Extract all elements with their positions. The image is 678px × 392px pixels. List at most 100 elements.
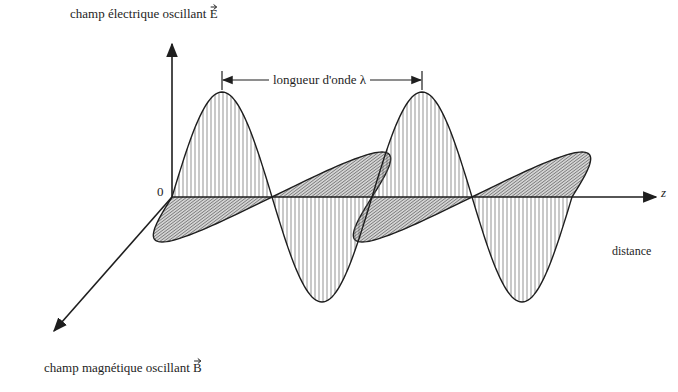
electric-hatch	[447, 123, 448, 197]
electric-hatch	[199, 118, 200, 197]
z-axis	[172, 196, 656, 198]
electric-hatch	[499, 197, 500, 276]
electric-hatch	[463, 168, 464, 197]
electric-hatch	[195, 128, 196, 197]
magnetic-hatch	[523, 152, 583, 197]
magnetic-hatch	[319, 152, 379, 197]
electric-hatch	[247, 123, 248, 197]
electric-hatch	[215, 95, 216, 198]
electric-hatch	[295, 197, 296, 266]
magnetic-hatch	[355, 174, 386, 197]
electric-hatch	[395, 128, 396, 197]
electric-hatch	[491, 197, 492, 256]
magnetic-hatch	[519, 152, 579, 197]
magnetic-hatch	[487, 177, 514, 197]
electric-hatch	[259, 155, 260, 197]
magnetic-hatch	[331, 154, 389, 197]
electric-hatch	[551, 197, 552, 261]
magnetic-hatch	[327, 153, 386, 197]
electric-hatch	[255, 144, 256, 197]
magnetic-hatch	[307, 157, 361, 197]
axis-caption: distance	[612, 243, 651, 259]
origin-label: 0	[157, 184, 164, 200]
electric-hatch	[543, 197, 544, 280]
electric-hatch	[207, 103, 208, 197]
electric-hatch	[435, 101, 436, 197]
magnetic-hatch	[163, 197, 223, 242]
magnetic-hatch	[414, 197, 451, 225]
electric-hatch	[323, 197, 324, 302]
electric-hatch	[411, 98, 412, 197]
electric-hatch	[443, 114, 444, 197]
magnetic-hatch	[531, 154, 589, 197]
magnetic-field-label: champ magnétique oscillant B	[44, 360, 202, 376]
electric-hatch	[227, 93, 228, 197]
electric-hatch	[251, 133, 252, 197]
electric-hatch	[511, 197, 512, 296]
electric-hatch	[515, 197, 516, 300]
electric-hatch	[399, 118, 400, 197]
electric-hatch	[191, 138, 192, 197]
electric-hatch	[343, 197, 344, 280]
electric-hatch	[339, 197, 340, 287]
electric-hatch	[383, 161, 384, 197]
electric-hatch	[239, 107, 240, 197]
electric-hatch	[391, 138, 392, 197]
magnetic-hatch	[363, 197, 383, 212]
magnetic-hatch	[535, 156, 590, 197]
electric-field-label: champ électrique oscillant E	[70, 6, 218, 22]
electric-hatch	[415, 95, 416, 198]
electric-hatch	[287, 197, 288, 245]
magnetic-hatch	[368, 197, 427, 241]
magnetic-hatch	[235, 197, 259, 215]
magnetic-hatch	[343, 161, 390, 197]
wavelength-tick	[221, 71, 222, 90]
axis-label: z	[661, 185, 666, 201]
electric-hatch	[307, 197, 308, 291]
electric-hatch	[431, 96, 432, 197]
electric-hatch	[231, 96, 232, 197]
magnetic-hatch	[527, 153, 586, 197]
magnetic-hatch	[363, 184, 380, 197]
electric-hatch	[455, 144, 456, 197]
magnetic-hatch	[547, 165, 589, 197]
e-axis	[171, 44, 173, 197]
electric-hatch	[243, 114, 244, 197]
electric-hatch	[459, 155, 460, 197]
electric-hatch	[523, 197, 524, 302]
electric-hatch	[559, 197, 560, 239]
electric-hatch	[235, 101, 236, 197]
vector-arrows	[194, 5, 217, 364]
electric-hatch	[563, 197, 564, 226]
electric-hatch	[355, 197, 356, 250]
magnetic-hatch	[507, 157, 561, 197]
electric-hatch	[303, 197, 304, 284]
electric-hatch	[495, 197, 496, 266]
electric-hatch	[311, 197, 312, 296]
electric-hatch	[299, 197, 300, 276]
electric-hatch	[527, 197, 528, 301]
electric-hatch	[407, 103, 408, 197]
electric-hatch	[507, 197, 508, 291]
electric-hatch	[351, 197, 352, 261]
electric-hatch	[327, 197, 328, 301]
electric-hatch	[183, 161, 184, 197]
electric-hatch	[187, 149, 188, 197]
electric-hatch	[315, 197, 316, 300]
electric-hatch	[359, 197, 360, 239]
electric-hatch	[219, 93, 220, 198]
magnetic-hatch	[351, 169, 388, 197]
electric-hatch	[555, 197, 556, 250]
wavelength-tick	[421, 71, 422, 90]
magnetic-hatch	[287, 177, 314, 197]
electric-hatch	[439, 107, 440, 197]
electric-hatch	[331, 197, 332, 298]
electric-hatch	[483, 197, 484, 233]
electric-hatch	[363, 197, 364, 226]
b-axis	[54, 197, 172, 331]
electric-hatch	[519, 197, 520, 302]
electric-hatch	[319, 197, 320, 302]
magnetic-hatch	[363, 197, 423, 242]
electric-hatch	[503, 197, 504, 284]
electric-hatch	[347, 197, 348, 271]
